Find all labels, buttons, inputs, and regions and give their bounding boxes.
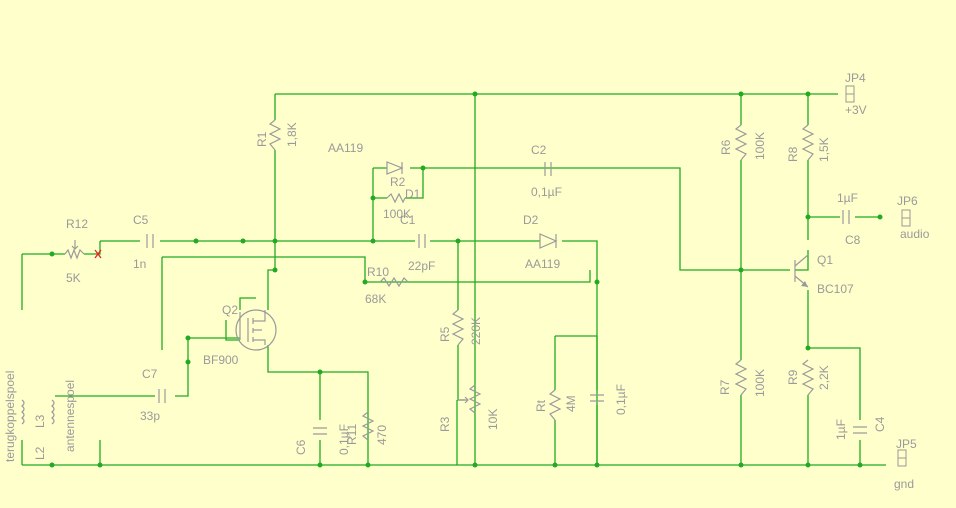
r7-value: 100K (753, 369, 767, 397)
r12-name: R12 (66, 217, 88, 231)
potentiometer-r12[interactable] (64, 240, 102, 260)
c8-value: 1µF (837, 191, 858, 205)
d2-name: D2 (523, 213, 539, 227)
resistor-r1[interactable] (268, 119, 282, 151)
r9-value: 2,2K (817, 365, 831, 390)
c8-name: C8 (845, 233, 861, 247)
q1-value: BC107 (817, 282, 854, 296)
transistor-q1[interactable] (794, 254, 809, 288)
r5-value: 220K (469, 317, 483, 345)
r8-value: 1,5K (817, 137, 831, 162)
jp6-value: audio (900, 227, 930, 241)
resistor-r2[interactable] (386, 192, 406, 204)
q2-value: BF900 (203, 353, 239, 367)
capacitor-c4[interactable] (853, 426, 867, 434)
r8-name: R8 (786, 146, 800, 162)
c6-value: 0,1µF (337, 424, 351, 455)
c3-value: 0,1µF (614, 384, 628, 415)
jp4-name: JP4 (845, 71, 866, 85)
l2-value: terugkoppelspoel (3, 371, 17, 462)
r2-name: R2 (390, 175, 406, 189)
potentiometer-r3[interactable] (458, 384, 482, 414)
r2-value: 100K (383, 207, 411, 221)
r1-value: 1,8K (285, 122, 299, 147)
r12-value: 5K (66, 271, 81, 285)
c2-name: C2 (531, 143, 547, 157)
q1-name: Q1 (817, 253, 833, 267)
resistor-r7[interactable] (734, 359, 748, 396)
c6-name: C6 (294, 439, 308, 455)
connector-jp5[interactable] (897, 449, 907, 467)
c7-name: C7 (142, 367, 158, 381)
rt-value: 4M (564, 395, 578, 412)
capacitor-c1[interactable] (418, 234, 426, 248)
capacitor-c7[interactable] (158, 389, 166, 403)
r6-value: 100K (753, 132, 767, 160)
c7-value: 33p (140, 409, 160, 423)
c1-value: 22pF (408, 259, 435, 273)
c1-name: C1 (400, 213, 416, 227)
labels: R1 1,8K AA119 R2 D1 100K C2 0,1µF R12 5K… (3, 71, 930, 491)
coil-l2[interactable] (21, 399, 25, 425)
capacitor-c3[interactable] (590, 394, 604, 402)
transistor-q2[interactable] (235, 309, 277, 351)
r6-name: R6 (719, 139, 733, 155)
r1-name: R1 (255, 131, 269, 147)
c4-name: C4 (873, 416, 887, 432)
capacitor-c6[interactable] (313, 427, 327, 435)
r11-value: 470 (375, 425, 389, 445)
r11-name: R11 (345, 424, 359, 445)
coil-l3[interactable] (51, 399, 55, 425)
c2-value: 0,1µF (531, 185, 562, 199)
c5-value: 1n (133, 257, 146, 271)
diode-d2[interactable] (539, 233, 558, 249)
jp4-value: +3V (845, 103, 867, 117)
r9-name: R9 (786, 369, 800, 385)
r3-value: 10K (486, 409, 500, 430)
resistor-r5[interactable] (451, 309, 465, 346)
r5-name: R5 (438, 326, 452, 342)
r10-name: R10 (367, 265, 389, 279)
l3-name: L3 (33, 414, 47, 428)
r3-name: R3 (438, 416, 452, 432)
l2-name: L2 (33, 446, 47, 460)
aa119-top: AA119 (328, 141, 363, 155)
capacitor-c2[interactable] (544, 162, 552, 176)
junctions (49, 91, 883, 468)
jp5-name: JP5 (896, 437, 917, 451)
resistor-r10[interactable] (379, 276, 409, 288)
d2-value: AA119 (525, 257, 560, 271)
c4-value: 1µF (834, 419, 848, 440)
connector-jp6[interactable] (901, 209, 911, 227)
resistor-r6[interactable] (734, 124, 748, 161)
l3-value: antennespoel (63, 380, 77, 452)
r10-value: 68K (365, 292, 386, 306)
r7-name: R7 (718, 379, 732, 395)
capacitor-c8[interactable] (842, 210, 850, 224)
jp6-name: JP6 (897, 194, 918, 208)
c5-name: C5 (133, 213, 149, 227)
resistor-r9[interactable] (801, 359, 815, 396)
resistor-r11[interactable] (361, 411, 375, 441)
d1-name: D1 (405, 187, 421, 201)
jp5-value: gnd (894, 477, 914, 491)
rt-name: Rt (534, 399, 548, 412)
connector-jp4[interactable] (845, 85, 855, 103)
resistor-r8[interactable] (801, 124, 815, 161)
q2-name: Q2 (222, 303, 238, 317)
capacitor-c5[interactable] (146, 234, 154, 248)
resistor-rt[interactable] (548, 389, 562, 421)
diode-d1[interactable] (386, 161, 404, 175)
